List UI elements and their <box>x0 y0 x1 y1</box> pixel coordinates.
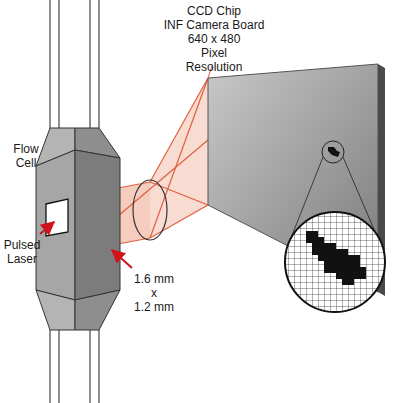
magnifier-rim <box>285 212 385 312</box>
light-cone <box>150 78 208 238</box>
light-rays <box>118 78 208 244</box>
dimension-label: 1.6 mm x 1.2 mm <box>134 272 174 314</box>
zoom-source <box>322 141 344 163</box>
particle-image <box>328 147 340 157</box>
part-label: Flow Cell <box>13 142 38 170</box>
lens <box>133 180 167 240</box>
laser-window <box>46 199 68 236</box>
laser-beam <box>118 182 150 244</box>
pointer-arrow <box>40 222 54 234</box>
part-label: CCD Chip INF Camera Board 640 x 480 Pixe… <box>164 4 265 74</box>
part-label: Pulsed Laser <box>4 238 41 266</box>
flow-cell <box>36 128 120 330</box>
pointer-arrow <box>112 250 132 268</box>
pixel-grid <box>280 207 390 317</box>
